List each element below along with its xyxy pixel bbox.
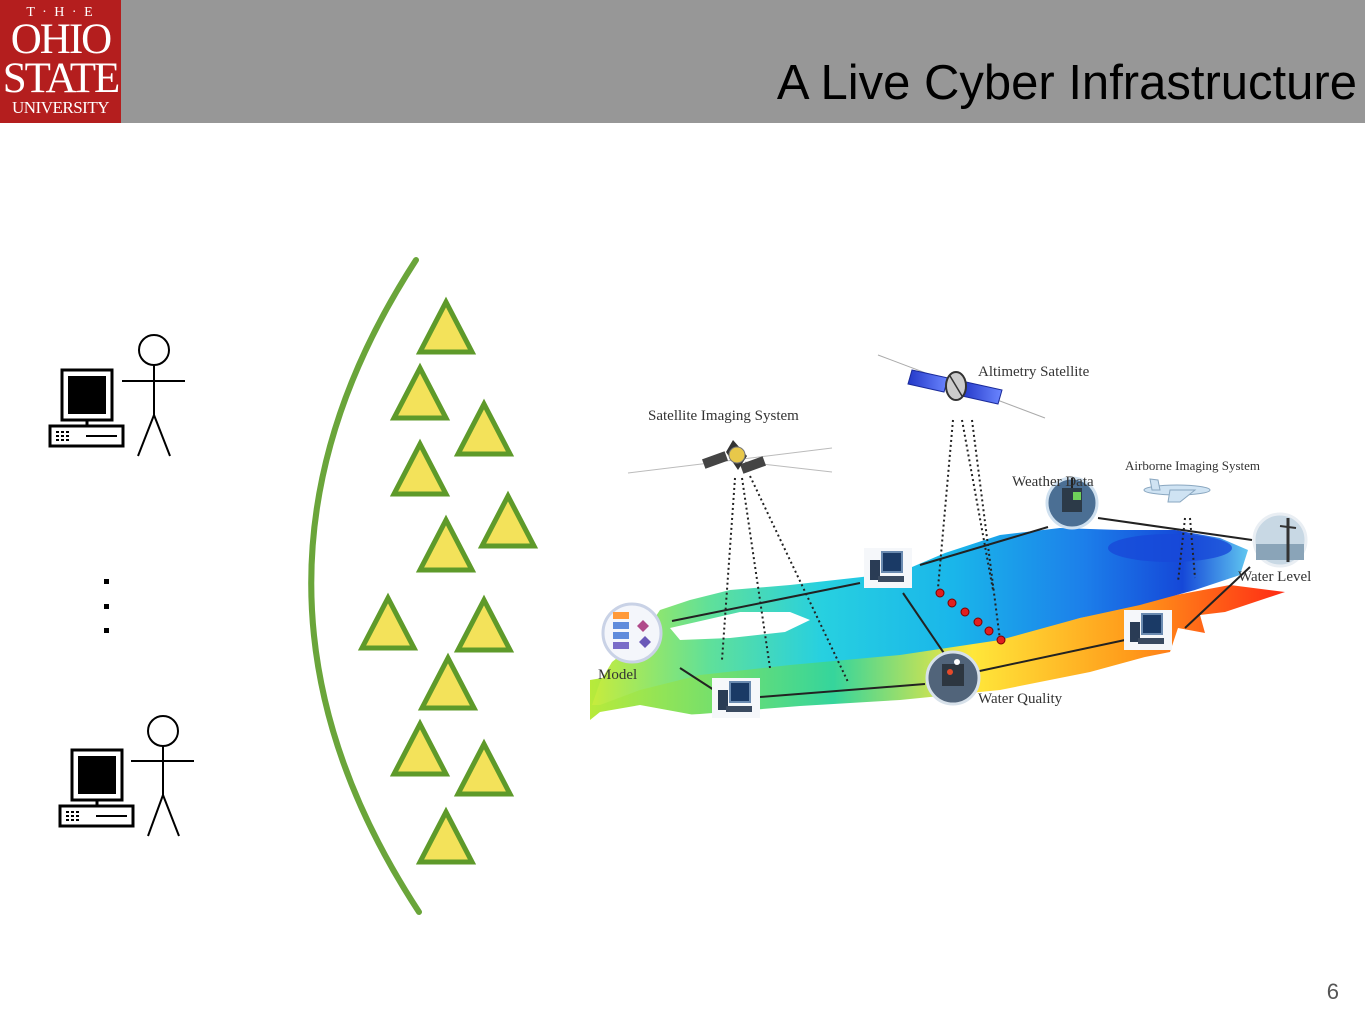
airplane-icon [1143, 478, 1211, 503]
weather-data-node-icon [1045, 476, 1099, 530]
label-weather-data: Weather Data [1012, 474, 1094, 490]
sensor-node-triangle [389, 362, 451, 421]
person-icon [122, 334, 185, 457]
sensor-node-triangle [453, 594, 515, 653]
sensor-node-triangle [415, 514, 477, 573]
computer-icon [58, 748, 135, 828]
label-water-level: Water Level [1238, 569, 1311, 585]
sensor-node-triangle [389, 718, 451, 777]
label-model: Model [598, 667, 637, 683]
water-level-station-icon [1252, 512, 1308, 568]
label-satellite-imaging: Satellite Imaging System [648, 408, 799, 424]
satellite-dotted-beams [721, 419, 1196, 683]
osu-logo: T · H · E OHIO STATE UNIVERSITY [0, 0, 121, 123]
slide-title: A Live Cyber Infrastructure [776, 56, 1357, 110]
sensor-node-cluster [357, 296, 539, 865]
label-altimetry-satellite: Altimetry Satellite [978, 364, 1090, 380]
imaging-orbit-line [627, 447, 833, 474]
network-links [671, 517, 1253, 698]
computer-node-icon [1124, 610, 1172, 650]
map-computer-nodes [712, 548, 1172, 718]
user-workstation-bottom [58, 715, 194, 837]
sensor-node-triangle [417, 652, 479, 711]
altimetry-satellite-icon [907, 369, 1003, 405]
computer-icon [48, 368, 125, 448]
sensor-node-triangle [415, 296, 477, 355]
vertical-ellipsis [104, 579, 109, 633]
model-icon [601, 602, 663, 664]
computer-node-icon [712, 678, 760, 718]
user-workstation-top [48, 334, 185, 457]
page-number: 6 [1326, 979, 1339, 1004]
sensor-node-triangle [357, 592, 419, 651]
sensor-node-triangle [415, 806, 477, 865]
sensor-node-triangle [477, 490, 539, 549]
computer-node-icon [864, 548, 912, 588]
sensor-node-triangle [453, 398, 515, 457]
label-water-quality: Water Quality [978, 691, 1063, 707]
network-boundary-arc [308, 257, 422, 915]
sensor-node-triangle [453, 738, 515, 797]
sensor-node-triangle [389, 438, 451, 497]
water-quality-buoy-icon [925, 650, 981, 706]
lake-map [590, 505, 1285, 740]
imaging-satellite-icon [702, 440, 766, 474]
label-airborne-imaging: Airborne Imaging System [1125, 458, 1260, 473]
slide-header [0, 0, 1365, 123]
person-icon [131, 715, 194, 837]
sensor-buoy-dots [935, 588, 1006, 645]
